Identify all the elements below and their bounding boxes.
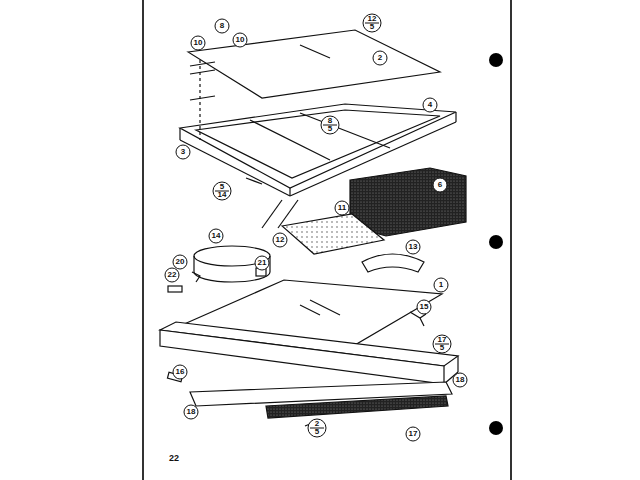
callout-number: 3: [181, 148, 185, 156]
callout-number: 5: [315, 428, 319, 436]
callout-number: 17: [438, 336, 447, 344]
callout-number: 5: [220, 183, 224, 191]
callout-number: 10: [194, 39, 203, 47]
callout-number: 18: [187, 408, 196, 416]
callout-number: 5: [440, 344, 444, 352]
callout-number: 12: [368, 15, 377, 23]
callout-number: 2: [315, 420, 319, 428]
callout-number: 6: [438, 181, 442, 189]
callout-number: 8: [328, 117, 332, 125]
callout-number: 5: [370, 23, 374, 31]
callout-number: 18: [456, 376, 465, 384]
callout-number: 20: [176, 258, 185, 266]
callout-number: 11: [338, 204, 346, 212]
callout-number: 8: [220, 22, 224, 30]
callout-number: 15: [420, 303, 429, 311]
callout-number: 14: [218, 191, 227, 199]
callout-number: 5: [328, 125, 332, 133]
callout-number: 4: [428, 101, 432, 109]
callout-number: 17: [409, 430, 418, 438]
callout-number: 22: [168, 271, 177, 279]
callout-number: 2: [378, 54, 382, 62]
callout-number: 14: [212, 232, 221, 240]
callout-number: 10: [236, 36, 245, 44]
callout-number: 13: [409, 243, 418, 251]
callout-number: 12: [276, 236, 285, 244]
callout-number: 16: [176, 368, 185, 376]
page-number: 22: [169, 454, 179, 462]
callout-number: 1: [439, 281, 443, 289]
callout-number: 21: [258, 259, 267, 267]
